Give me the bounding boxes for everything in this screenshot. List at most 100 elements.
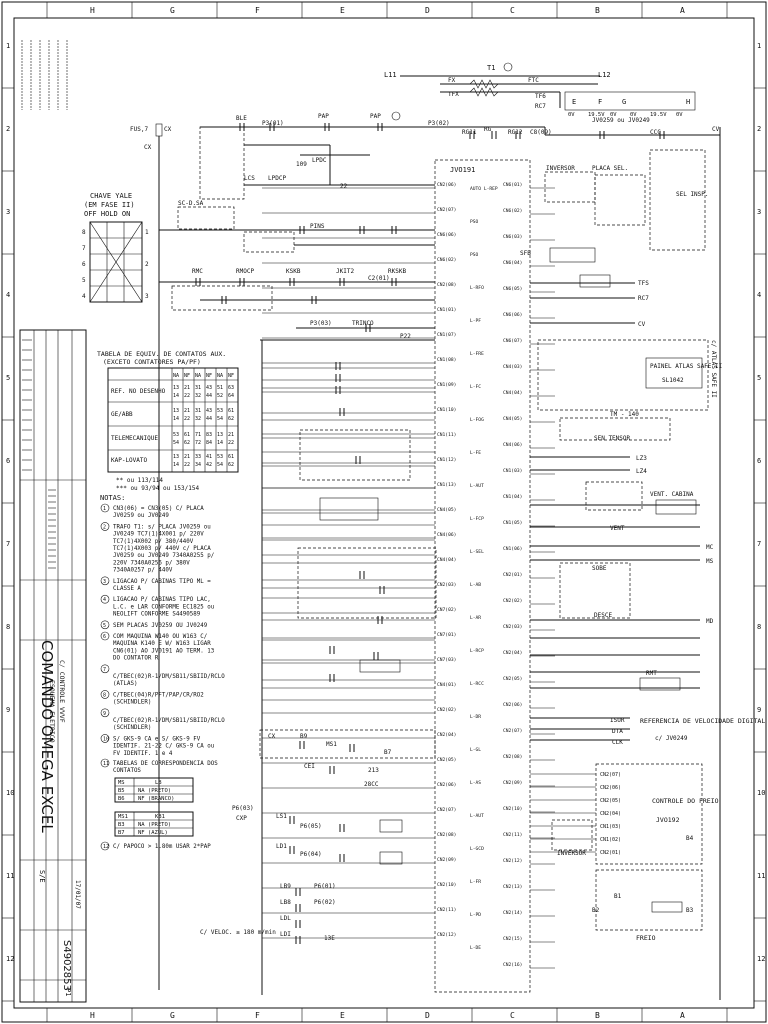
- bottom-label: LDI: [280, 931, 291, 938]
- controle-pin: CN1(02): [600, 837, 621, 843]
- jvo-pin: CN2(12): [437, 932, 456, 938]
- bottom-label: P6(04): [300, 851, 322, 858]
- bot-insp-box: [299, 429, 411, 481]
- aux-cell: 13: [217, 432, 223, 438]
- note-text: COM MAQUINA W140 OU W163 C/: [113, 634, 208, 640]
- label-cv: CV: [712, 126, 720, 133]
- jvo-pin-far: CN6(05): [503, 286, 522, 292]
- corr-cell: NA (PRETO): [138, 822, 171, 828]
- lpdc-label: LPDCP: [268, 175, 286, 182]
- note-marker: [100, 841, 110, 851]
- jvo-pin-far: CN2(09): [503, 780, 522, 786]
- rc7-label: RC7: [638, 295, 649, 302]
- aux-cell: 42: [206, 462, 212, 468]
- md-label: MD: [706, 618, 714, 625]
- jvo-pin-far: CN2(10): [503, 806, 522, 812]
- corr-cell: NA (PRETO): [138, 788, 171, 794]
- aux-cell: 14: [173, 393, 179, 399]
- chave-row: 6: [82, 261, 86, 268]
- note-text: 220V 7340A0256 p/ 380V: [113, 560, 190, 566]
- rkskb-label: RKSKB: [388, 268, 406, 275]
- aux-table-title-2: (EXCETO CONTATORES PA/PF): [103, 358, 201, 366]
- aux-cell: 41: [206, 454, 212, 460]
- jvo-pin-right: L-GL: [470, 747, 481, 753]
- note-text: MAQUINA K140 E W/ W163 LIGAR: [113, 641, 211, 647]
- aux-cell: 61: [228, 408, 234, 414]
- label-fus: FUS,7: [130, 126, 148, 133]
- selecom-box: [297, 547, 437, 619]
- jvo-pin: CN1(08): [437, 357, 456, 363]
- pf-coil: [319, 497, 379, 521]
- trinco-label: TRINCO: [352, 320, 374, 327]
- b-label: B1: [614, 893, 622, 900]
- jvo-pin: CN4(04): [437, 557, 456, 563]
- dta-label: DTA: [612, 728, 623, 735]
- jvo-pin: CN2(07): [437, 207, 456, 213]
- note-text: TRAFO T1: s/ PLACA JV0259 ou: [113, 524, 211, 530]
- jvo-pin-right: L-PD: [470, 912, 481, 918]
- note-marker: [100, 594, 110, 604]
- side-number: 1: [6, 42, 10, 50]
- note-number: 2: [103, 524, 106, 530]
- corr-header: MS1: [118, 814, 128, 820]
- jvo-pin: CN6(02): [437, 257, 456, 263]
- aux-header: NF: [206, 373, 212, 379]
- aux-row-name: TELEMECANIQUE: [111, 435, 158, 442]
- aux-cell: 53: [217, 454, 223, 460]
- lpdc-label: LCS: [244, 175, 255, 182]
- aux-cell: 44: [206, 416, 212, 422]
- lpdc-label: 22: [340, 183, 348, 190]
- contact-label: P3(02): [428, 120, 450, 127]
- bottom-label: CX: [268, 733, 276, 740]
- inner-frame: [13, 17, 755, 1009]
- jvo-pin-right: L-SEL: [470, 549, 484, 555]
- trafo-label: 0V: [610, 112, 617, 118]
- jvo-pin: CN4(05): [437, 507, 456, 513]
- label-l11: L11: [384, 71, 397, 79]
- aux-cell: 13: [173, 408, 179, 414]
- side-number: 1: [757, 42, 761, 50]
- power-section: L11 L12 T1 FX TFX FTC TF6 RC7 0V 19.5V 0…: [130, 62, 721, 1000]
- vent2-label: VENT: [610, 525, 625, 532]
- sel-insp-label: SEL INSP.: [676, 191, 709, 198]
- aux-header: NF: [184, 373, 190, 379]
- side-number: 11: [6, 872, 14, 880]
- chave-yale-sub: (EM FASE II): [84, 201, 135, 209]
- corr-cell: NF (AZUL): [138, 830, 168, 836]
- lpdc-label: LPDC: [312, 157, 327, 164]
- top-letter: F: [255, 6, 260, 15]
- jvo-pin-right: PSO: [470, 219, 479, 225]
- inversor-label: INVERSOR: [546, 165, 575, 172]
- controle-label: CONTROLE DO FREIO: [652, 797, 719, 805]
- freio-label: FREIO: [636, 934, 656, 942]
- jvo-pin: CN7(02): [437, 607, 456, 613]
- drawing-subtitle: ESQUEMA ELETRICO: [48, 680, 56, 743]
- trafo-letter: E: [572, 98, 576, 106]
- aux-cell: 21: [184, 408, 190, 414]
- aux-cell: 31: [195, 385, 201, 391]
- jvo-pin-far: CN2(12): [503, 858, 522, 864]
- aux-cell: 43: [206, 385, 212, 391]
- bottom-letter: C: [510, 1011, 515, 1020]
- jvo-pin-right: L-FOG: [470, 417, 484, 423]
- trafo-letter: F: [598, 98, 602, 106]
- note-number: 8: [103, 692, 106, 698]
- jvo-pin: CN2(08): [437, 832, 456, 838]
- aux-cell: 21: [184, 454, 190, 460]
- aux-cell: 33: [195, 454, 201, 460]
- p22-label: P22: [400, 333, 411, 340]
- tm-label: TM - 140: [610, 411, 639, 418]
- contact-label: P3(01): [262, 120, 284, 127]
- aux-cell: 53: [173, 432, 179, 438]
- corr-header: MS: [118, 780, 125, 786]
- jvo-pin: CN1(09): [437, 382, 456, 388]
- tfs-label: TFS: [638, 280, 649, 287]
- bottom-label: 213: [368, 767, 379, 774]
- label-cx: CX: [164, 126, 172, 133]
- notes-title: NOTAS:: [100, 494, 125, 502]
- lz4-label: LZ4: [636, 468, 647, 475]
- note-text: IDENTIF. 21-22 C/ GKS-9 CA ou: [113, 744, 214, 750]
- bottom-label: MS1: [326, 741, 337, 748]
